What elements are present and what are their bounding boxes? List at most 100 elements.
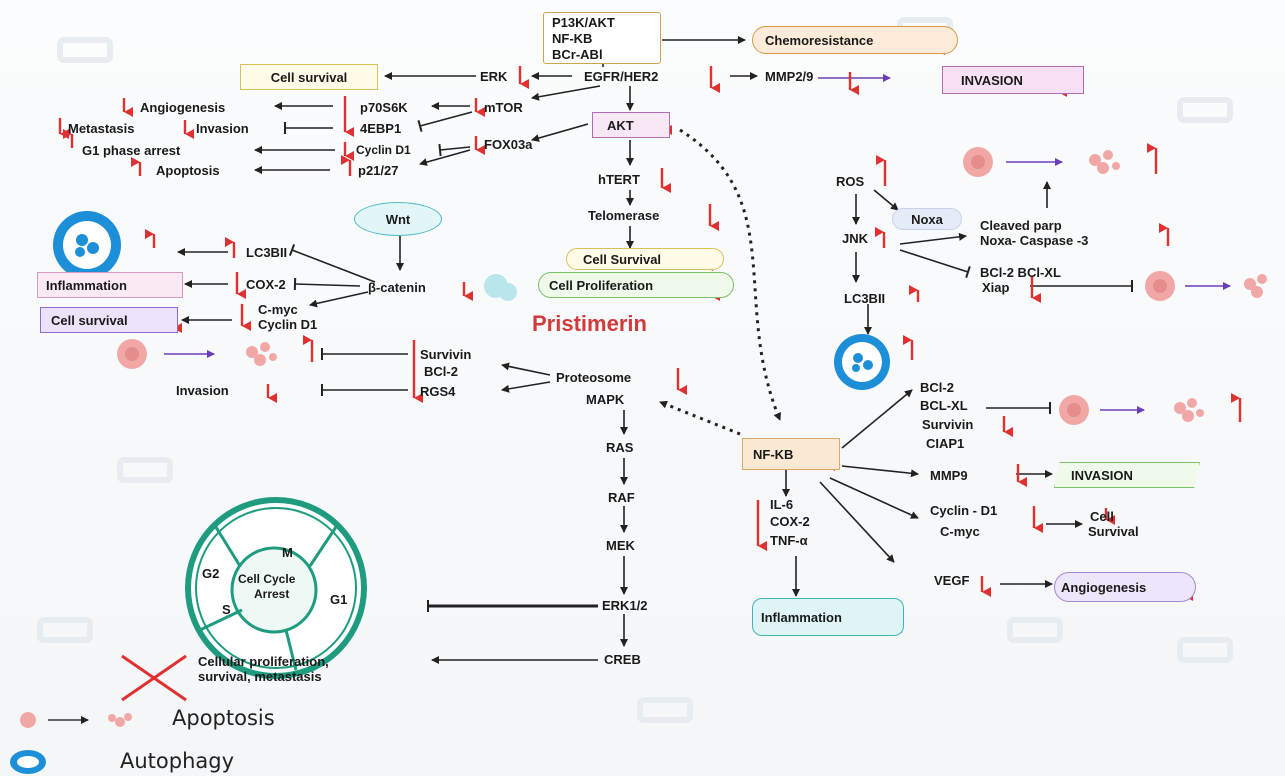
label-cellular-prolif-2: survival, metastasis [198,669,322,684]
label-vegf: VEGF [934,573,970,588]
label-cox2-right: COX-2 [770,514,810,529]
label-cell-right: Cell [1090,509,1114,524]
cell-survival-left-box: Cell survival [40,307,178,333]
label-ras: RAS [606,440,634,455]
autophagy-icon [53,211,121,279]
label-bclxl-right: BCL-XL [920,398,968,413]
label-proteosome: Proteosome [556,370,632,385]
label-tnfa: TNF-α [770,533,808,548]
nfkb-mid-box: NF-KB [742,438,840,470]
invasion-top-box: INVASION [942,66,1084,94]
edge-nfkb-bcl [841,389,913,449]
edge-prot-surv [501,362,551,376]
apoptosis-arrows [164,74,1231,414]
edge-bcat-lc3 [288,244,376,283]
legend-autophagy: Autophagy [120,749,235,773]
label-pi3k: P13K/AKT [552,15,615,30]
label-p2127: p21/27 [358,163,399,178]
label-bcl2-left: BCl-2 [424,364,458,379]
label-survivin-left: Survivin [420,347,472,362]
label-cox2-left: COX-2 [246,277,286,292]
label-mmp29: MMP2/9 [765,69,814,84]
fragmented-cell-icon [1174,398,1204,422]
inflammation-right-box: Inflammation [752,598,904,636]
label-bcl2-right: BCl-2 [920,380,954,395]
label-cellular-prolif-1: Cellular proliferation, [198,654,329,669]
fragmented-cell-icon [1244,274,1267,298]
label-erk: ERK [480,69,508,84]
cell-cycle-wheel [185,497,367,679]
edge-egfr-mtor [531,85,601,101]
edge-nfkb-cyclin [829,477,919,519]
noxa-box: Noxa [892,208,962,230]
label-noxa-casp3: Noxa- Caspase -3 [980,233,1089,248]
edge-jnk-cleaved [899,232,967,245]
label-htert: hTERT [598,172,640,187]
label-cmyc-right: C-myc [940,524,980,539]
chemoresistance-box: Chemoresistance [752,26,958,54]
label-creb: CREB [604,652,641,667]
label-jnk: JNK [842,231,869,246]
fragmented-cell-icon [1089,150,1120,174]
cell-proliferation-box: Cell Proliferation [538,272,734,298]
label-lc3bii-right: LC3BII [844,291,886,306]
red-x-icon [121,654,187,702]
label-p70s6k: p70S6K [360,100,408,115]
inflammation-left-box: Inflammation [37,272,183,298]
label-survival-right: Survival [1088,524,1139,539]
label-phase-g2: G2 [202,566,220,581]
label-raf: RAF [608,490,635,505]
edge-bcat-cmyc [309,291,369,308]
label-cyclind1-left: Cyclin D1 [258,317,318,332]
intact-cell-icon [117,339,147,369]
label-phase-g1: G1 [330,592,348,607]
angiogenesis-right-box: Angiogenesis [1054,572,1196,602]
edge-jnk-bcl [899,249,971,279]
intact-cell-icon [963,147,993,177]
label-mtor: mTOR [484,100,523,115]
label-telomerase: Telomerase [588,208,660,223]
label-mek: MEK [606,538,635,553]
edge-nfkb-mapk [659,400,741,436]
label-ros: ROS [836,174,865,189]
edge-akt-foxo [531,123,589,142]
label-phase-s: S [222,602,231,617]
cell-survival-top-box: Cell survival [240,64,378,90]
intact-cell-icon [1059,395,1089,425]
label-xiap: Xiap [982,280,1010,295]
label-nfkb-top: NF-KB [552,31,593,46]
label-foxo3a: FOX03a [484,137,533,152]
center-title: Pristimerin [532,311,647,336]
label-lc3bii-left: LC3BII [246,245,288,260]
label-bcrabl: BCr-ABl [552,47,603,62]
edge-nfkb-mmp9 [841,465,919,478]
label-cmyc-left: C-myc [258,302,298,317]
intact-cell-icon [1145,271,1175,301]
edge-nfkb-vegf [819,481,895,563]
label-ciap1: CIAP1 [926,436,965,451]
edge-foxo-p21 [419,149,471,166]
legend-icons [10,712,132,774]
label-rgs4: RGS4 [420,384,456,399]
label-mmp9: MMP9 [930,468,968,483]
label-invasion-left: Invasion [196,121,249,136]
fragmented-cell-icon [246,342,277,366]
edge-foxo-cyclin [438,143,471,157]
autophagy-icon [834,334,890,390]
label-il6: IL-6 [770,497,794,512]
label-cellcycle-title: Cell Cycle [238,572,296,586]
invasion-right-box: INVASION [1054,462,1200,488]
pi3k-box [543,12,661,64]
apoptosis-cells [117,147,1267,425]
label-mapk: MAPK [586,392,625,407]
label-angiogenesis-left: Angiogenesis [140,100,226,115]
label-apoptosis-left: Apoptosis [156,163,220,178]
legend-apoptosis: Apoptosis [172,706,275,730]
label-g1-arrest: G1 phase arrest [82,143,181,158]
edges [177,36,1133,664]
edge-bcat-cox [293,277,361,291]
label-erk12: ERK1/2 [602,598,648,613]
edge-prot-rgs [501,381,551,393]
